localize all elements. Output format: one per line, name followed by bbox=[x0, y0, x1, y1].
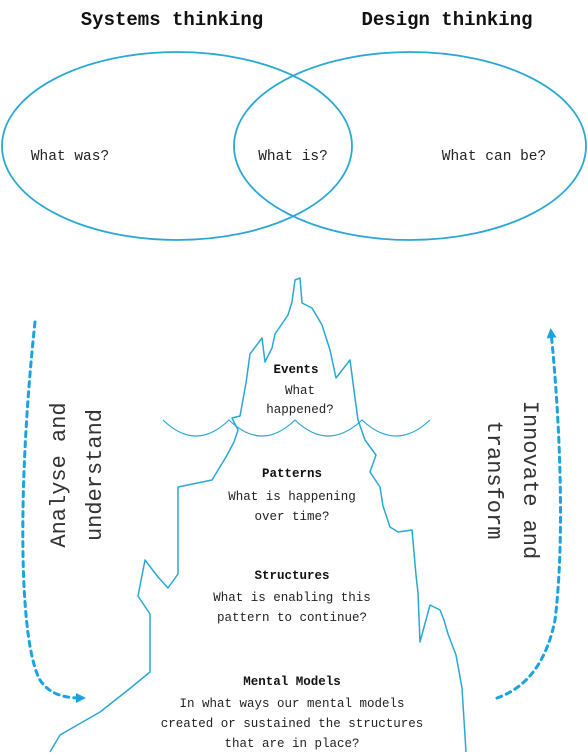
systems-thinking-heading: Systems thinking bbox=[81, 9, 263, 31]
events-title: Events bbox=[273, 363, 318, 377]
analyse-understand-label: Analyse and understand bbox=[47, 402, 108, 547]
mental-models-title: Mental Models bbox=[243, 675, 341, 689]
what-is-label: What is? bbox=[258, 149, 328, 165]
mental-models-text-line3: that are in place? bbox=[224, 737, 359, 751]
innovate-line: Innovate and bbox=[517, 401, 542, 559]
understand-line: understand bbox=[83, 409, 108, 541]
patterns-title: Patterns bbox=[262, 467, 322, 481]
events-text-line1: What bbox=[285, 384, 315, 398]
iceberg-outline bbox=[49, 277, 467, 753]
patterns-text-line1: What is happening bbox=[228, 490, 356, 504]
dotted-curved-arrow-up-icon bbox=[495, 328, 563, 700]
structures-text-line1: What is enabling this bbox=[213, 591, 371, 605]
analyse-line: Analyse and bbox=[47, 402, 72, 547]
design-thinking-heading: Design thinking bbox=[361, 9, 532, 31]
structures-text-line2: pattern to continue? bbox=[217, 611, 367, 625]
water-line bbox=[162, 419, 431, 437]
what-can-be-label: What can be? bbox=[442, 149, 546, 165]
transform-line: transform bbox=[481, 421, 506, 540]
mental-models-text-line2: created or sustained the structures bbox=[161, 717, 424, 731]
dotted-curved-arrow-down-icon bbox=[21, 320, 86, 703]
design-thinking-circle bbox=[233, 51, 587, 241]
events-text-line2: happened? bbox=[266, 403, 334, 417]
patterns-text-line2: over time? bbox=[254, 510, 329, 524]
innovate-transform-label: Innovate and transform bbox=[481, 401, 542, 559]
structures-title: Structures bbox=[254, 569, 329, 583]
systems-thinking-circle bbox=[1, 51, 353, 241]
what-was-label: What was? bbox=[31, 149, 109, 165]
mental-models-text-line1: In what ways our mental models bbox=[179, 697, 404, 711]
